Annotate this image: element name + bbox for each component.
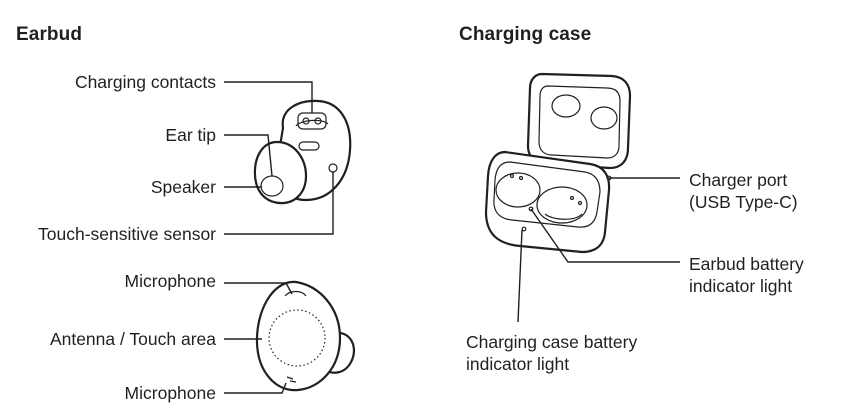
label-microphone-top: Microphone bbox=[124, 271, 216, 291]
earbud-section-title: Earbud bbox=[16, 24, 83, 45]
label-speaker: Speaker bbox=[150, 177, 216, 197]
earbud-bottom-illustration bbox=[255, 280, 356, 392]
charging-case-section-title: Charging case bbox=[459, 24, 592, 45]
charging-case-illustration bbox=[484, 72, 632, 254]
label-microphone-bottom: Microphone bbox=[124, 383, 216, 403]
earbud-top-illustration bbox=[253, 99, 352, 205]
label-charger-port-type: (USB Type-C) bbox=[689, 192, 798, 212]
charging-case-leader-lines bbox=[517, 177, 680, 323]
label-antenna-touch-area: Antenna / Touch area bbox=[49, 329, 216, 349]
label-case-battery-indicator: indicator light bbox=[466, 354, 570, 374]
label-charging-contacts: Charging contacts bbox=[74, 72, 216, 92]
earbud-leader-lines bbox=[224, 81, 334, 394]
label-charger-port: Charger port bbox=[689, 170, 788, 190]
label-case-battery: Charging case battery bbox=[466, 332, 638, 352]
label-touch-sensitive-sensor: Touch-sensitive sensor bbox=[38, 224, 216, 244]
label-ear-tip: Ear tip bbox=[165, 125, 216, 145]
label-earbud-battery: Earbud battery bbox=[689, 254, 804, 274]
label-earbud-battery-indicator: indicator light bbox=[689, 276, 793, 296]
